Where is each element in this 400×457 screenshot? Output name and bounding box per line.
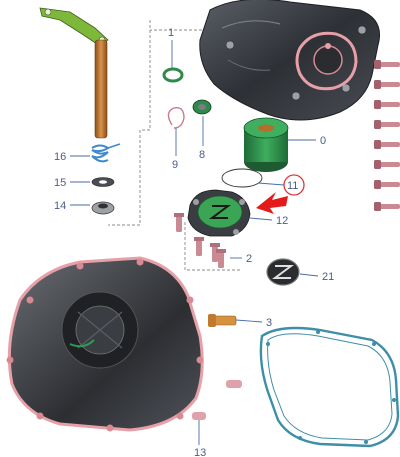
callout-16: 16 (54, 151, 66, 163)
shift-spring (91, 143, 121, 163)
callout-21: 21 (322, 271, 334, 283)
dowel-pins (192, 380, 242, 420)
callout-14: 14 (54, 200, 66, 212)
seal-green (192, 99, 212, 115)
callout-1: 1 (168, 27, 174, 39)
callout-0: 0 (320, 135, 326, 147)
callout-12: 12 (276, 215, 288, 227)
o-ring-green (162, 67, 184, 83)
oil-filter (243, 117, 289, 172)
snap-ring (167, 107, 185, 129)
washer (91, 177, 115, 187)
cover-bolt-set (374, 60, 400, 211)
attention-arrow-icon (256, 192, 288, 214)
highlight-circle (283, 174, 305, 196)
callout-2: 2 (246, 253, 252, 265)
crankcase-cover (6, 256, 204, 432)
crankcase-gasket (259, 326, 400, 448)
cover-bolts (174, 213, 226, 268)
clutch-cover (199, 0, 380, 121)
emblem-badge (266, 258, 300, 286)
oil-drain-plug (208, 314, 237, 327)
callout-11: 11 (287, 180, 298, 192)
callout-15: 15 (54, 177, 66, 189)
shift-shaft (94, 39, 108, 139)
callout-8: 8 (199, 149, 205, 161)
oil-seal (91, 201, 115, 215)
callout-9: 9 (172, 159, 178, 171)
cover-gasket-ring (295, 31, 358, 91)
callout-3: 3 (266, 317, 272, 329)
filter-cover (187, 189, 251, 237)
leader-lines (70, 40, 319, 445)
callout-13: 13 (194, 447, 206, 457)
o-ring (221, 168, 263, 188)
